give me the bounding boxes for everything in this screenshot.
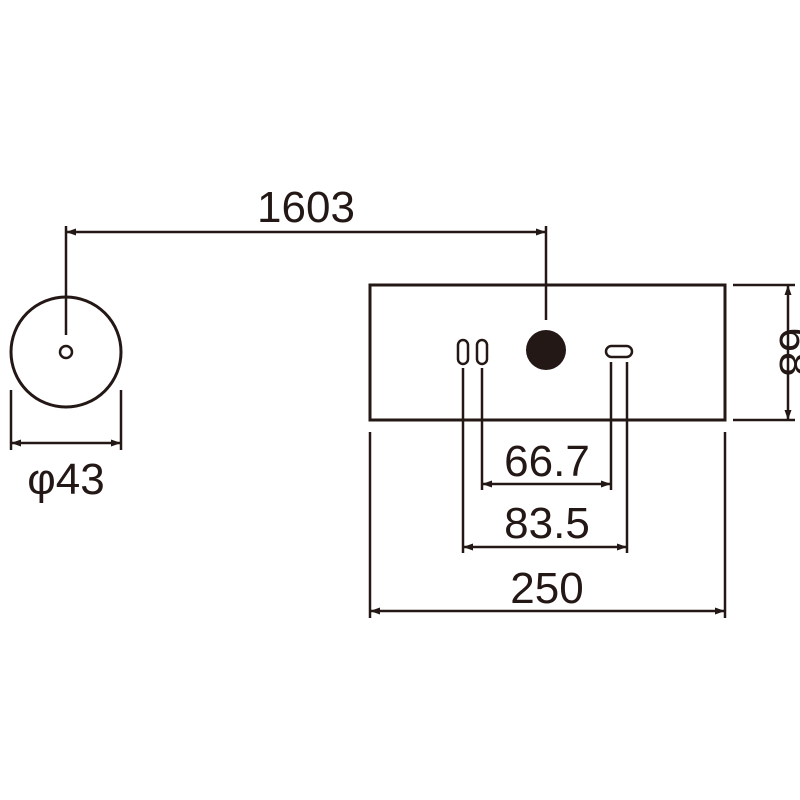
outer-spacing-label: 83.5 xyxy=(504,499,590,548)
diameter-dimension: φ43 xyxy=(9,390,123,504)
body-outline xyxy=(368,283,727,422)
cord-length-label: 1603 xyxy=(257,183,355,232)
cord-length-dimension: 1603 xyxy=(64,183,548,335)
inner-spacing-label: 66.7 xyxy=(504,437,590,486)
mount-slot-right xyxy=(604,344,634,359)
width-dimension: 250 xyxy=(368,432,727,618)
mount-slot-left-a xyxy=(456,338,470,366)
body-front-view xyxy=(368,283,727,422)
height-label: 68 xyxy=(770,328,800,377)
mount-slot-left-b xyxy=(475,338,489,366)
width-label: 250 xyxy=(510,564,583,613)
canopy-center-hole xyxy=(58,344,74,360)
diameter-label: φ43 xyxy=(27,455,104,504)
outer-hole-spacing-dimension: 83.5 xyxy=(461,362,629,553)
height-dimension: 68 xyxy=(733,283,800,422)
inner-hole-spacing-dimension: 66.7 xyxy=(480,362,613,490)
cord-entry-hole xyxy=(526,330,566,370)
